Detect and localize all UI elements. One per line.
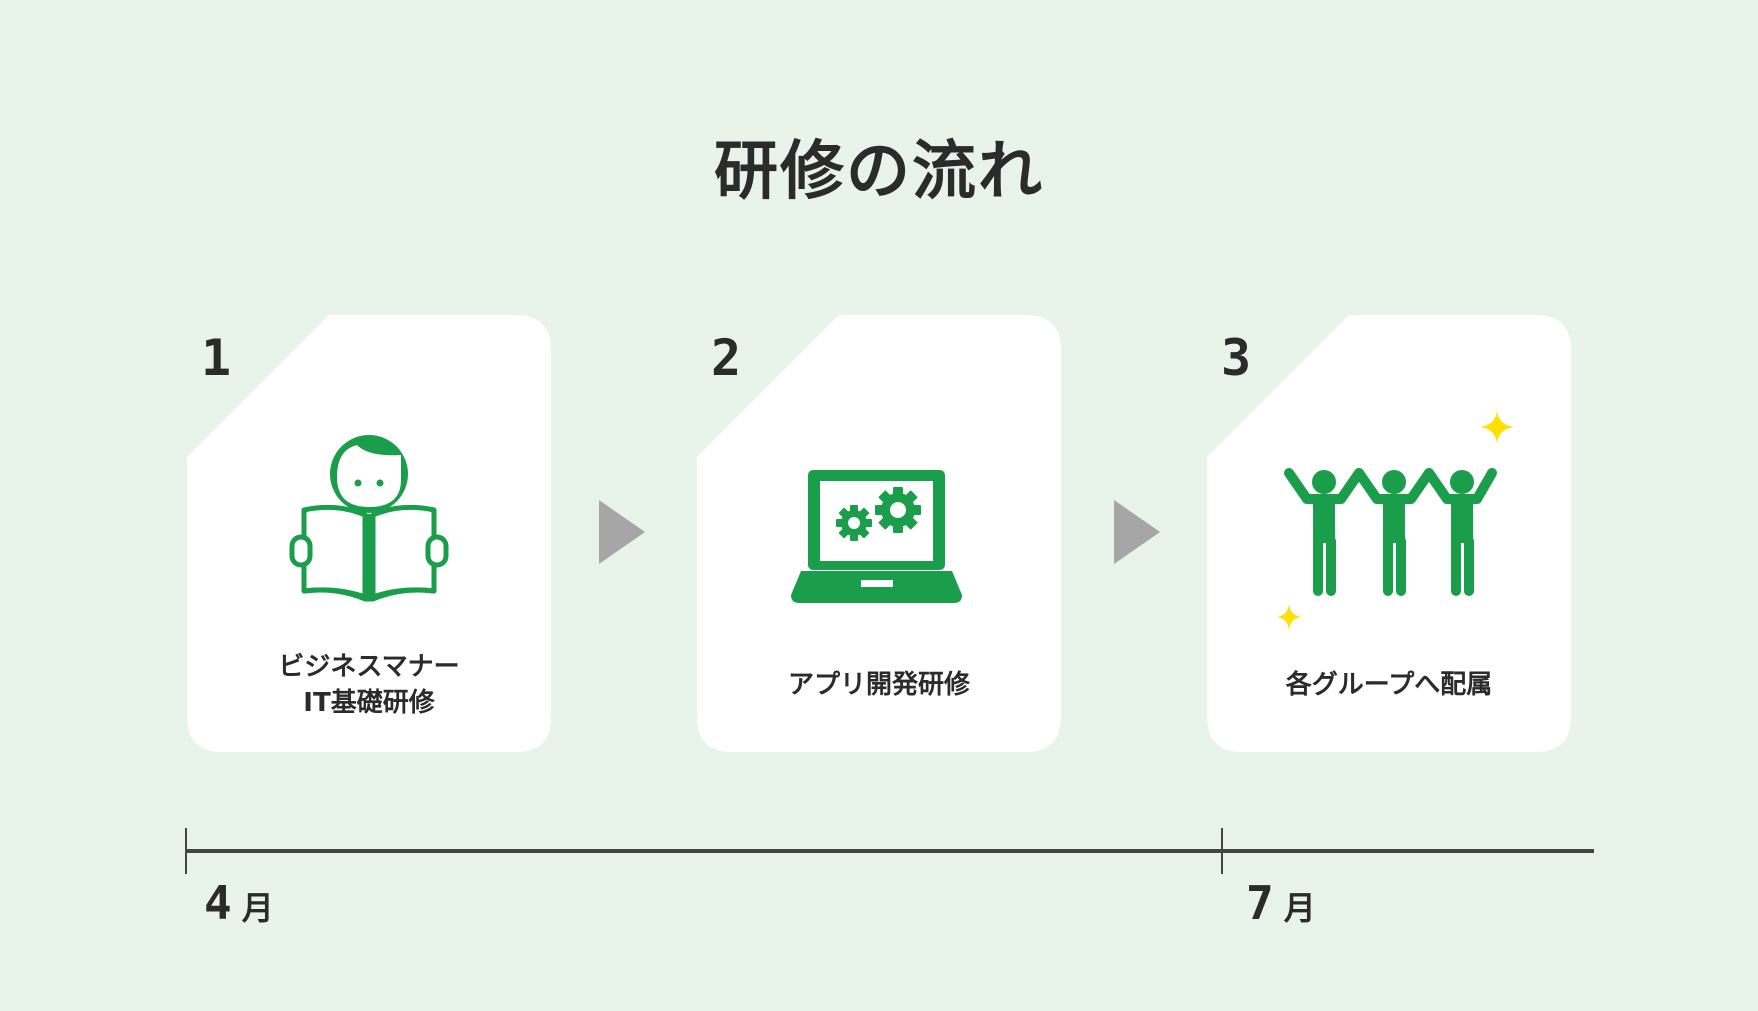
month-number: 4 xyxy=(204,876,232,930)
laptop-gears-icon xyxy=(791,470,962,603)
step-label: ビジネスマナー IT基礎研修 xyxy=(278,652,460,718)
step-card-3: 3 各グループへ配属 xyxy=(1207,315,1571,752)
team-celebration-icon xyxy=(1276,411,1514,630)
reading-person-icon xyxy=(289,435,449,602)
step-card-2: 2 xyxy=(697,315,1061,752)
page-title: 研修の流れ xyxy=(714,135,1044,209)
step-card-1: 1 ビジネスマナー IT基礎研修 xyxy=(187,315,551,752)
step-label: アプリ開発研修 xyxy=(787,670,970,700)
step-label: 各グループへ配属 xyxy=(1285,670,1493,700)
arrow-right-icon xyxy=(1114,500,1160,564)
month-unit: 月 xyxy=(1283,889,1316,927)
arrow-right-icon xyxy=(599,500,645,564)
month-number: 7 xyxy=(1246,876,1274,930)
step-number: 1 xyxy=(201,329,232,387)
step-number: 3 xyxy=(1221,329,1252,387)
step-number: 2 xyxy=(711,329,742,387)
month-unit: 月 xyxy=(241,889,274,927)
